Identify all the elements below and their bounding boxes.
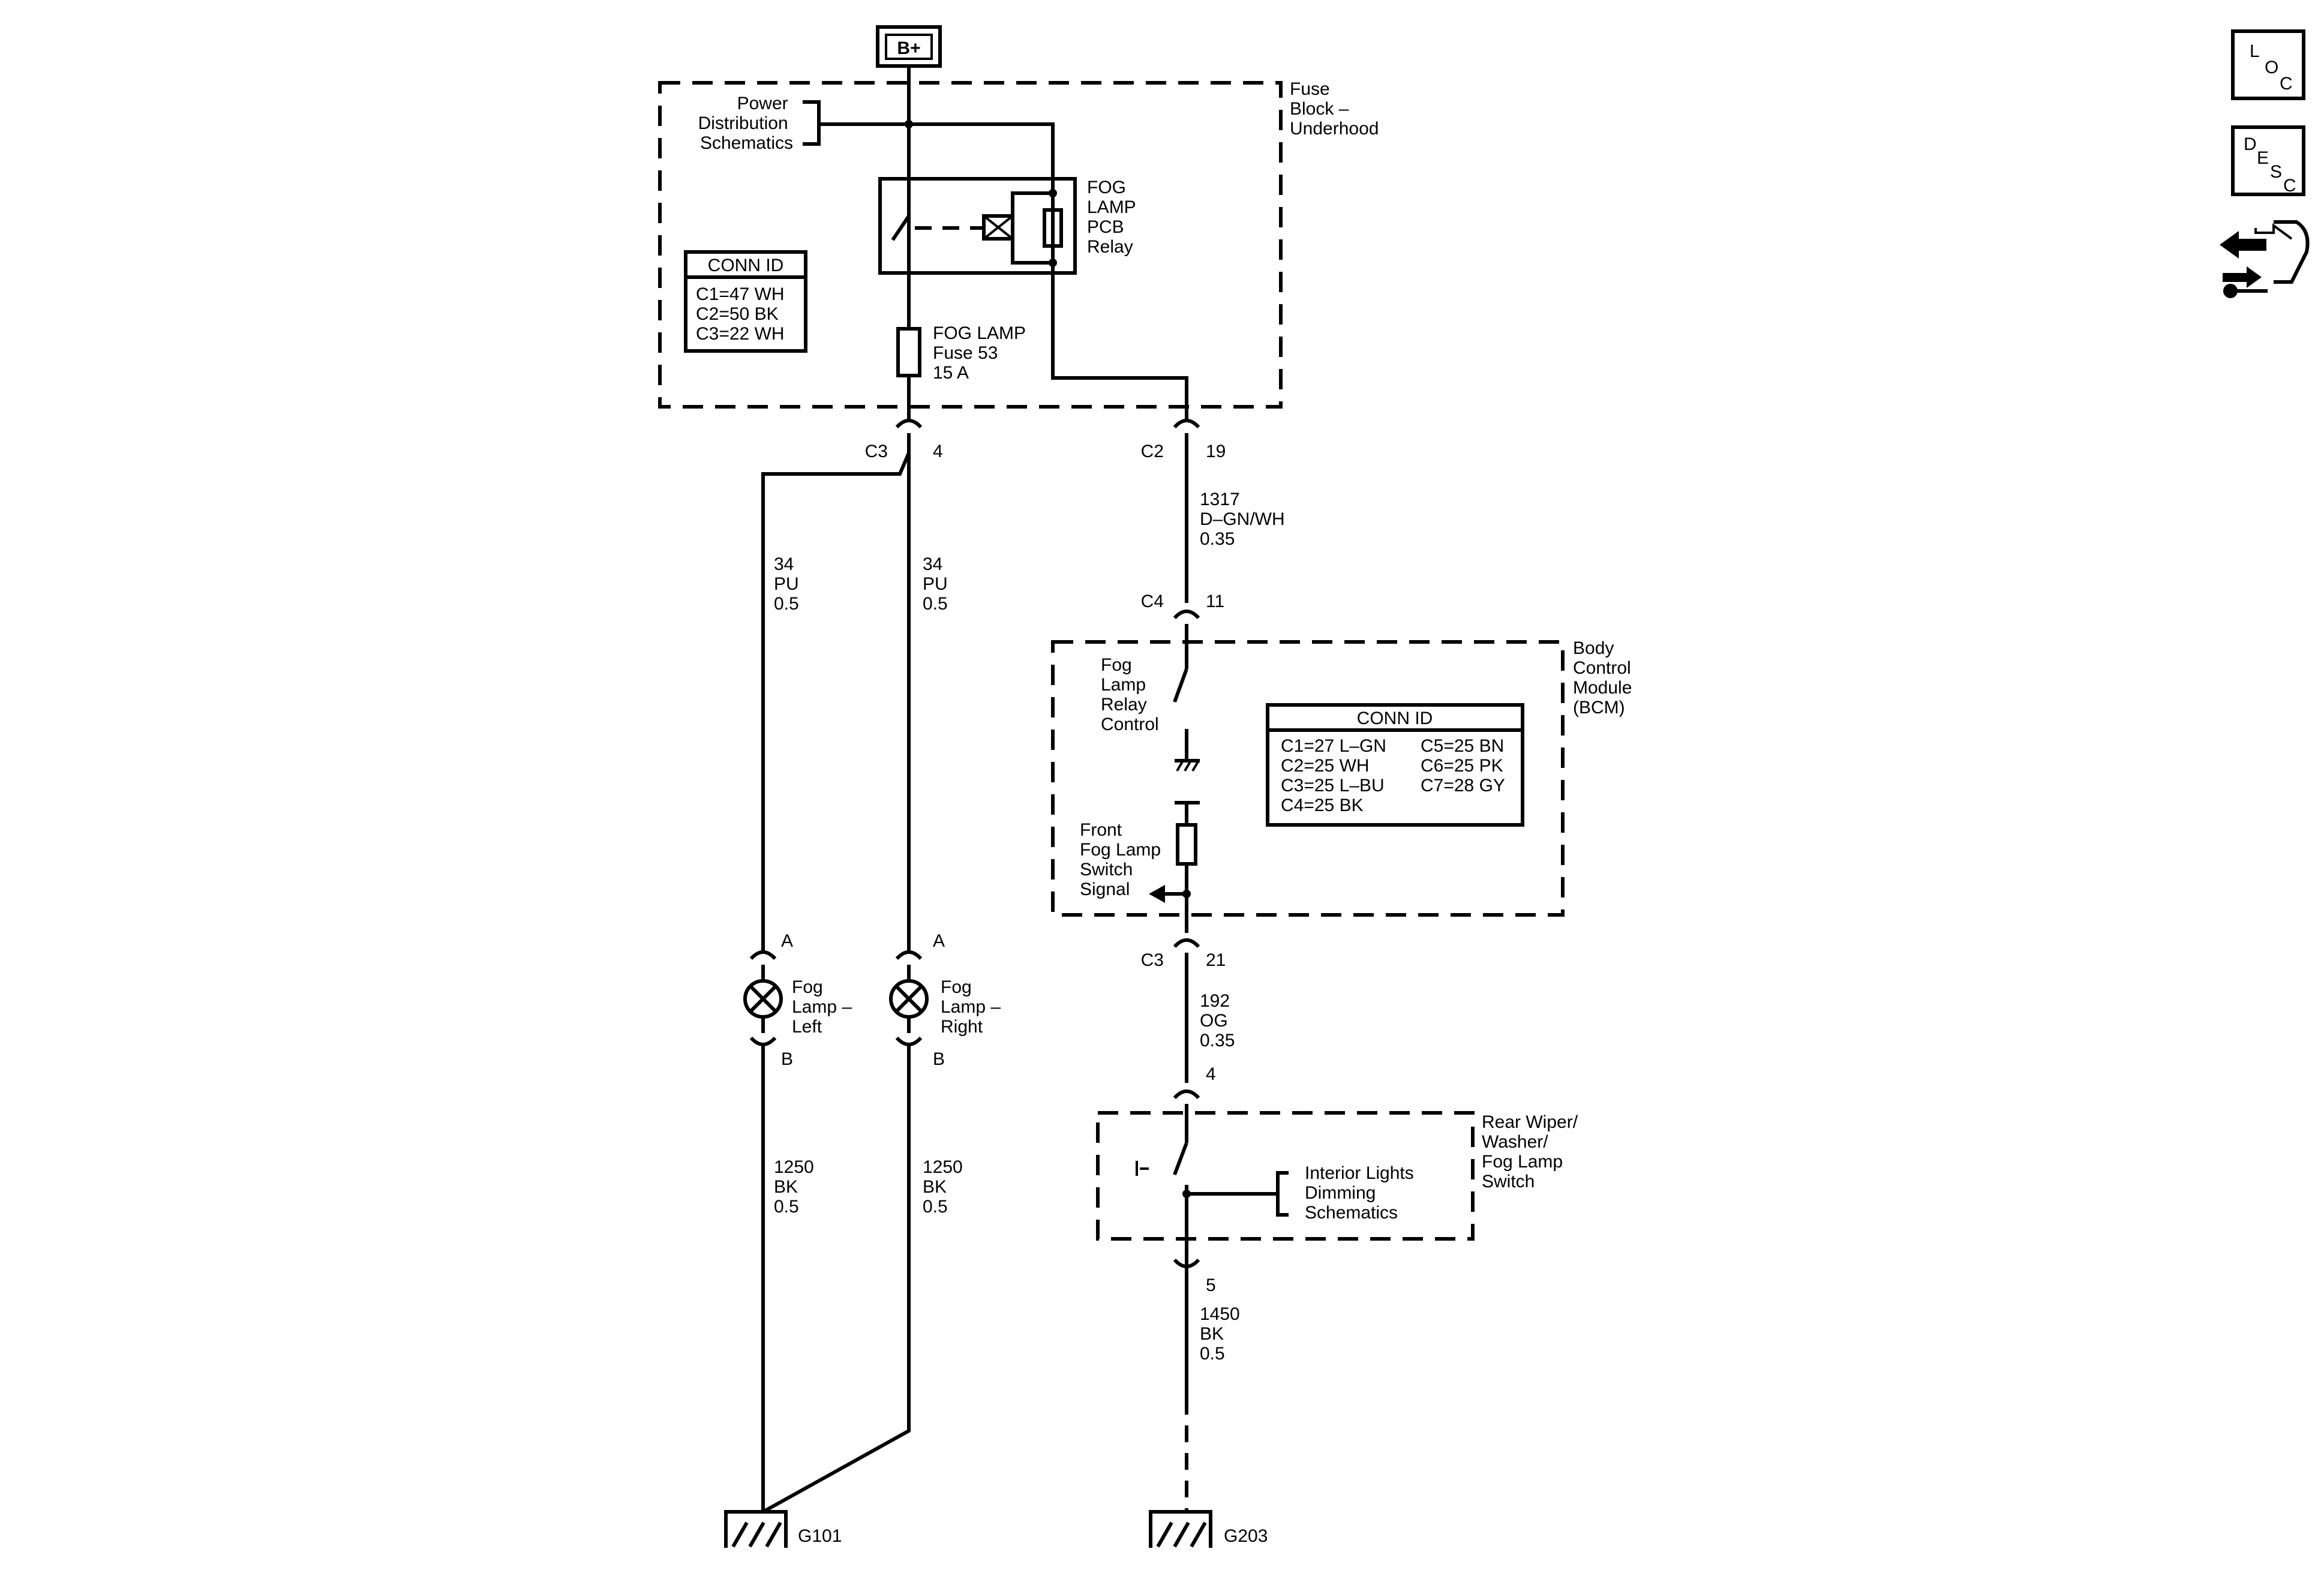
fog-lamp-left <box>743 933 783 1512</box>
connector-c4-pin-11 <box>1173 610 1200 648</box>
wire-label-bk-right: 1250 BK 0.5 <box>923 1157 968 1217</box>
svg-text:C3=22 WH: C3=22 WH <box>696 324 785 344</box>
svg-text:C5=25 BN: C5=25 BN <box>1421 736 1504 756</box>
ground-g203-label: G203 <box>1224 1526 1268 1546</box>
connector-c2-label: C2 <box>1141 442 1164 461</box>
fog-lamp-left-label: Fog Lamp – Left <box>792 977 857 1037</box>
connector-c3-label: C3 <box>865 442 888 461</box>
wire-label-pu-right: 34 PU 0.5 <box>923 554 953 614</box>
bcm-switch-signal-input <box>1149 801 1200 933</box>
battery-positive-terminal: B+ <box>876 25 942 68</box>
connector-c2-pin-19 <box>1173 402 1200 603</box>
svg-text:S: S <box>2270 162 2282 182</box>
switch-input-connector <box>1173 1089 1200 1143</box>
battery-label: B+ <box>897 38 920 58</box>
power-distribution-reference: Power Distribution Schematics <box>698 94 793 153</box>
wire-label-switch-ground: 1450 BK 0.5 <box>1200 1304 1245 1364</box>
fuse-block-name: Fuse Block – Underhood <box>1290 79 1379 139</box>
rear-wiper-switch-name: Rear Wiper/ Washer/ Fog Lamp Switch <box>1482 1112 1583 1191</box>
wire-label-switch-signal: 192 OG 0.35 <box>1200 991 1235 1050</box>
svg-text:D: D <box>2244 134 2257 154</box>
connector-c3-pin-21 <box>1173 938 1200 1083</box>
svg-text:C2=50 BK: C2=50 BK <box>696 304 779 324</box>
connector-c2-pin: 19 <box>1206 442 1226 461</box>
wire-feed-left <box>761 452 911 933</box>
rear-wiper-switch-enclosure <box>1096 1111 1475 1241</box>
svg-text:C3=25 L–BU: C3=25 L–BU <box>1281 776 1385 795</box>
svg-text:C2=25 WH: C2=25 WH <box>1281 756 1370 776</box>
connector-c4-pin: 11 <box>1206 592 1224 611</box>
wire-label-bk-left: 1250 BK 0.5 <box>774 1157 819 1217</box>
fog-lamp-fuse <box>896 327 921 377</box>
fog-lamp-right-pin-b: B <box>933 1049 945 1069</box>
fog-lamp-left-pin-b: B <box>781 1049 793 1069</box>
ground-g203 <box>1149 1510 1212 1548</box>
svg-text:C: C <box>2280 74 2293 94</box>
connector-c3-bcm-pin: 21 <box>1206 950 1226 970</box>
connector-c4-label: C4 <box>1141 592 1164 611</box>
fog-lamp-left-pin-a: A <box>781 931 793 951</box>
bcm-enclosure <box>1051 640 1565 917</box>
connector-c3-bcm-label: C3 <box>1141 950 1164 970</box>
svg-text:E: E <box>2257 148 2269 168</box>
fog-lamp-right-pin-a: A <box>933 931 945 951</box>
fog-lamp-fuse-label: FOG LAMP Fuse 53 15 A <box>933 323 1031 383</box>
fuse-block-enclosure <box>658 81 1283 409</box>
svg-text:O: O <box>2265 58 2278 77</box>
svg-text:CONN ID: CONN ID <box>1357 709 1433 728</box>
desc-icon[interactable]: D E S C <box>2231 125 2305 196</box>
bcm-relay-control-label: Fog Lamp Relay Control <box>1101 655 1159 734</box>
fog-lamp-right-label: Fog Lamp – Right <box>941 977 1005 1037</box>
fog-lamp-right <box>762 933 929 1514</box>
svg-text:C7=28 GY: C7=28 GY <box>1421 776 1505 795</box>
connector-c3-pin: 4 <box>933 442 943 461</box>
switch-output-pin: 5 <box>1206 1275 1216 1295</box>
connector-c3-pin-4 <box>895 399 923 453</box>
interior-lights-dimming-reference: Interior Lights Dimming Schematics <box>1305 1163 1419 1223</box>
svg-text:C1=47 WH: C1=47 WH <box>696 284 785 304</box>
svg-text:C4=25 BK: C4=25 BK <box>1281 795 1364 815</box>
svg-text:C: C <box>2283 176 2296 196</box>
bcm-name: Body Control Module (BCM) <box>1573 638 1637 718</box>
wire-label-pu-left: 34 PU 0.5 <box>774 554 804 614</box>
rear-fog-lamp-switch <box>1136 1142 1289 1278</box>
svg-text:C6=25 PK: C6=25 PK <box>1421 756 1503 776</box>
ground-g101 <box>724 1510 788 1548</box>
bcm-conn-id-table: CONN ID C1=27 L–GN C2=25 WH C3=25 L–BU C… <box>1266 703 1524 827</box>
loc-icon[interactable]: L O C <box>2231 29 2305 100</box>
wire-label-relay-control: 1317 D–GN/WH 0.35 <box>1200 490 1290 549</box>
switch-output-connector <box>1173 1258 1200 1296</box>
connector-navigation-icon[interactable] <box>2220 220 2310 298</box>
fog-lamp-relay-label: FOG LAMP PCB Relay <box>1087 178 1141 257</box>
fog-lamp-relay <box>878 177 1077 275</box>
svg-text:C1=27 L–GN: C1=27 L–GN <box>1281 736 1386 756</box>
bcm-relay-control-switch <box>1173 648 1200 772</box>
fuse-block-conn-id-table: CONN ID C1=47 WH C2=50 BK C3=22 WH <box>684 250 807 353</box>
svg-text:CONN ID: CONN ID <box>708 256 784 275</box>
ground-g101-label: G101 <box>798 1526 842 1546</box>
bcm-switch-signal-label: Front Fog Lamp Switch Signal <box>1080 820 1166 899</box>
switch-input-pin: 4 <box>1206 1064 1216 1084</box>
svg-text:L: L <box>2250 41 2260 61</box>
